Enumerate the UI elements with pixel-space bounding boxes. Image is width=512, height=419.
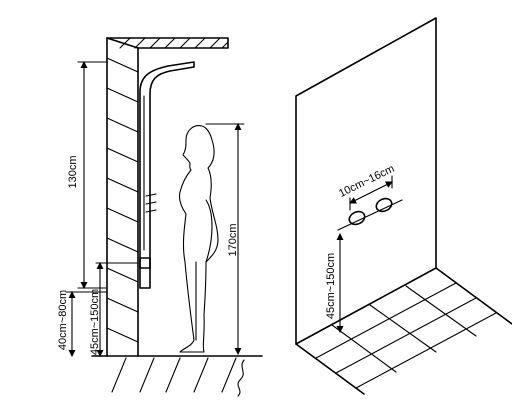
wall-inlets (337, 197, 403, 231)
person-silhouette (178, 125, 219, 353)
label-inlet-height: 45cm~150cm (325, 253, 337, 319)
label-mixer-height: 40cm~80cm (57, 290, 69, 350)
right-wall-figure: 10cm~16cm 45cm~150cm (295, 17, 512, 395)
dimension-panel-height (77, 61, 107, 289)
left-inlet (348, 210, 366, 226)
floor (91, 355, 263, 397)
label-floor-to-mixer: 45cm~150cm (89, 289, 101, 355)
label-person-height: 170cm (227, 223, 239, 256)
dimension-floor-to-mixer (95, 262, 139, 357)
label-panel-height: 130cm (67, 155, 79, 188)
floor-tile-grid (295, 267, 512, 395)
dimension-person-height (205, 123, 245, 355)
left-installation-figure: 130cm 40cm~80cm 45cm~150cm 170cm (57, 37, 263, 397)
wall (106, 37, 139, 357)
ceiling-slab (106, 37, 229, 49)
dimension-inlet-spacing (349, 175, 393, 211)
shower-panel (139, 61, 195, 289)
